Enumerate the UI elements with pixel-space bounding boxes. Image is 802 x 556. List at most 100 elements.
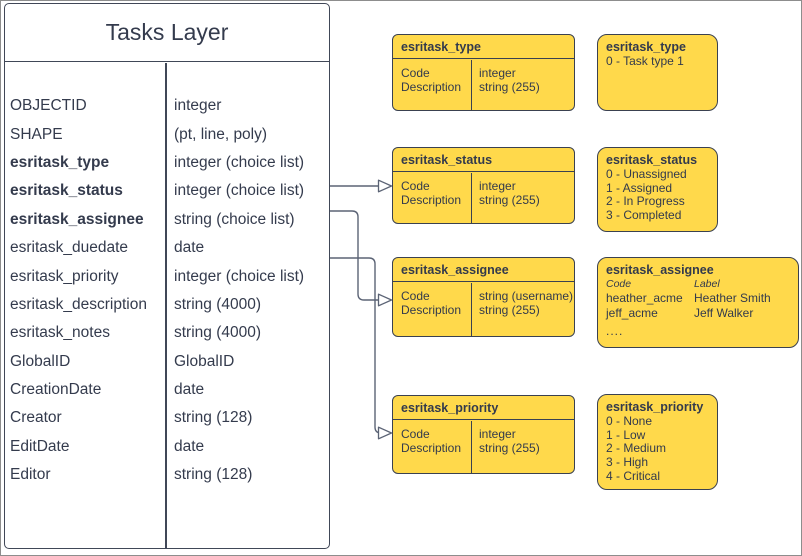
field-datatype: string (255)	[479, 80, 540, 95]
value-box-title: esritask_assignee	[606, 263, 714, 277]
value-item: 1 - Low	[606, 427, 646, 442]
field-name: EditDate	[10, 437, 70, 455]
field-name: esritask_type	[10, 153, 110, 171]
detail-box-title: esritask_assignee	[393, 258, 574, 282]
field-type: date	[174, 381, 205, 399]
field-datatype: string (username)	[479, 288, 574, 303]
table-title: Tasks Layer	[5, 4, 329, 62]
table-row: esritask_priority integer (choice list)	[5, 262, 329, 290]
value-box-esritask-status: esritask_status 0 - Unassigned 1 - Assig…	[597, 147, 718, 232]
field-type: string (128)	[174, 409, 253, 427]
field-type: date	[174, 239, 205, 257]
field-label: Description	[401, 80, 462, 95]
field-type: (pt, line, poly)	[174, 125, 268, 143]
field-type: string (128)	[174, 466, 253, 484]
column-header-label: Label	[694, 277, 720, 290]
field-label: Description	[401, 303, 462, 318]
value-box-esritask-assignee: esritask_assignee Code Label heather_acm…	[597, 257, 799, 348]
assignee-code: heather_acme	[606, 290, 683, 305]
table-row: esritask_notes string (4000)	[5, 319, 329, 347]
field-name: esritask_priority	[10, 267, 119, 285]
connector-assignee	[328, 210, 379, 301]
table-rows: OBJECTID integer SHAPE (pt, line, poly) es…	[5, 62, 329, 489]
field-type: integer (choice list)	[174, 267, 305, 285]
field-name: esritask_assignee	[10, 210, 144, 228]
field-label: Code	[401, 426, 430, 441]
field-label: Description	[401, 441, 462, 456]
field-label: Code	[401, 65, 430, 80]
tasks-layer-table: Tasks Layer OBJECTID integer SHAPE (pt, li…	[4, 3, 330, 549]
assignee-label: Jeff Walker	[694, 305, 754, 320]
arrowhead-assignee-icon	[377, 293, 393, 307]
table-row: Creator string (128)	[5, 404, 329, 432]
value-item: 0 - None	[606, 413, 653, 428]
assignee-table: Code Label heather_acme Heather Smith je…	[606, 278, 790, 321]
field-name: GlobalID	[10, 352, 71, 370]
assignee-label: Heather Smith	[694, 290, 771, 305]
field-name: Creator	[10, 409, 62, 427]
field-datatype: integer	[479, 178, 516, 193]
field-name: esritask_notes	[10, 324, 110, 342]
field-datatype: string (255)	[479, 441, 540, 456]
value-item: 0 - Task type 1	[606, 53, 684, 68]
field-name: esritask_duedate	[10, 239, 129, 257]
value-box-title: esritask_status	[606, 153, 698, 167]
connector-priority	[328, 257, 382, 434]
value-box-esritask-priority: esritask_priority 0 - None 1 - Low 2 - M…	[597, 394, 718, 490]
detail-box-title: esritask_priority	[393, 396, 574, 420]
table-row: esritask_type integer (choice list)	[5, 149, 329, 177]
value-item: 2 - In Progress	[606, 194, 685, 209]
field-type: string (choice list)	[174, 210, 295, 228]
table-row: OBJECTID integer	[5, 92, 329, 120]
value-item: 4 - Critical	[606, 468, 661, 483]
assignee-code: jeff_acme	[606, 305, 658, 320]
value-item: 1 - Assigned	[606, 180, 673, 195]
table-row: Editor string (128)	[5, 461, 329, 489]
field-type: integer (choice list)	[174, 182, 305, 200]
table-row: esritask_assignee string (choice list)	[5, 206, 329, 234]
field-label: Code	[401, 288, 430, 303]
field-datatype: integer	[479, 65, 516, 80]
arrowhead-status-icon	[377, 179, 393, 193]
value-item: 2 - Medium	[606, 441, 667, 456]
detail-box-title: esritask_type	[393, 35, 574, 59]
column-divider	[165, 63, 167, 548]
field-label: Code	[401, 178, 430, 193]
field-label: Description	[401, 193, 462, 208]
field-name: SHAPE	[10, 125, 63, 143]
field-datatype: integer	[479, 426, 516, 441]
value-box-title: esritask_priority	[606, 400, 704, 414]
ellipsis-more: ....	[606, 323, 624, 338]
field-type: string (4000)	[174, 295, 262, 313]
field-type: integer (choice list)	[174, 153, 305, 171]
value-item: 3 - High	[606, 455, 649, 470]
field-name: esritask_status	[10, 182, 123, 200]
arrowhead-priority-icon	[377, 426, 393, 440]
field-type: integer	[174, 97, 222, 115]
field-name: CreationDate	[10, 381, 102, 399]
field-name: OBJECTID	[10, 97, 87, 115]
table-row: esritask_duedate date	[5, 234, 329, 262]
value-item: 0 - Unassigned	[606, 166, 687, 181]
value-item: 3 - Completed	[606, 208, 682, 223]
field-name: Editor	[10, 466, 51, 484]
field-type: string (4000)	[174, 324, 262, 342]
value-box-esritask-type: esritask_type 0 - Task type 1	[597, 34, 718, 111]
table-row: SHAPE (pt, line, poly)	[5, 120, 329, 148]
field-datatype: string (255)	[479, 193, 540, 208]
table-row: CreationDate date	[5, 376, 329, 404]
column-header-code: Code	[606, 277, 632, 290]
value-box-title: esritask_type	[606, 40, 686, 54]
